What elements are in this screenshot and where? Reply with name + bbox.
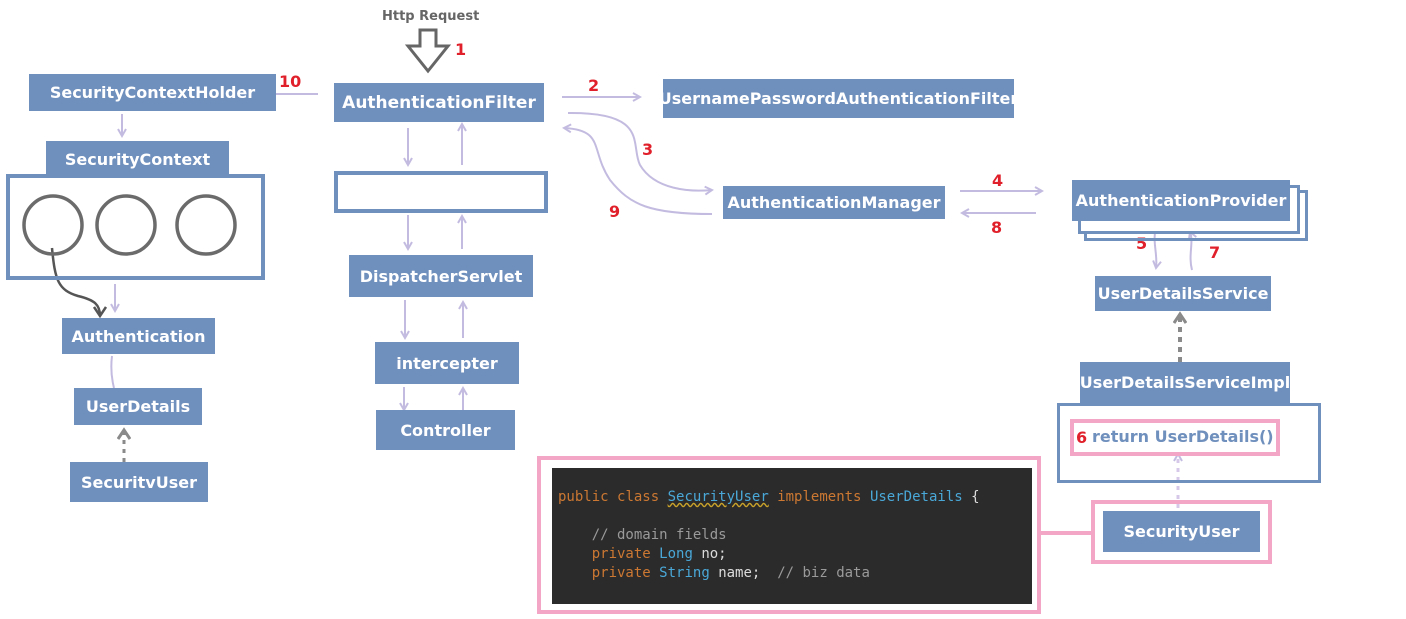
empty-filter-box <box>334 171 548 213</box>
step-7: 7 <box>1209 243 1221 262</box>
code-block: public class SecurityUser implements Use… <box>552 468 1032 604</box>
code-highlight <box>537 456 1041 614</box>
user-details-node: UserDetails <box>74 388 202 425</box>
intercepter-node: intercepter <box>375 342 519 384</box>
step-1: 1 <box>455 40 467 59</box>
step-6: 6 <box>1076 428 1088 447</box>
step-4: 4 <box>992 171 1004 190</box>
security-context-holder-node: SecurityContextHolder <box>29 74 276 111</box>
step-8: 8 <box>991 218 1003 237</box>
service-impl-container <box>1057 403 1321 483</box>
controller-node: Controller <box>376 410 515 450</box>
code-comment-domain: // domain fields <box>591 527 727 543</box>
security-context-container <box>6 174 265 280</box>
step-2: 2 <box>588 76 600 95</box>
step-10: 10 <box>279 72 302 91</box>
circle-1 <box>22 194 84 256</box>
code-line-name: private String name; // biz data <box>591 565 870 581</box>
security-user-highlight <box>1091 500 1272 564</box>
code-line-1: public class SecurityUser implements Use… <box>558 489 980 505</box>
step-9: 9 <box>609 202 621 221</box>
authentication-node: Authentication <box>62 318 215 354</box>
step-3: 3 <box>642 140 654 159</box>
http-request-label: Http Request <box>382 9 480 24</box>
return-statement: return UserDetails() <box>1092 427 1274 446</box>
authentication-filter-node: AuthenticationFilter <box>334 83 544 122</box>
username-password-filter-node: UsernamePasswordAuthenticationFilter <box>659 79 1018 118</box>
step-5: 5 <box>1136 234 1148 253</box>
dispatcher-servlet-node: DispatcherServlet <box>349 255 533 297</box>
code-line-no: private Long no; <box>591 546 727 562</box>
authentication-manager-node: AuthenticationManager <box>723 186 945 219</box>
securitv-user-node: SecuritvUser <box>70 462 208 502</box>
user-details-service-node: UserDetailsService <box>1095 276 1271 311</box>
security-context-node: SecurityContext <box>46 141 229 177</box>
circle-2 <box>95 194 157 256</box>
return-highlight <box>1070 419 1280 456</box>
user-details-service-impl-node: UserDetailsServiceImpl <box>1080 362 1290 403</box>
request-arrow <box>404 28 452 74</box>
circle-3 <box>175 194 237 256</box>
security-user-node: SecurityUser <box>1103 511 1260 552</box>
authentication-provider-node: AuthenticationProvider <box>1072 180 1290 221</box>
